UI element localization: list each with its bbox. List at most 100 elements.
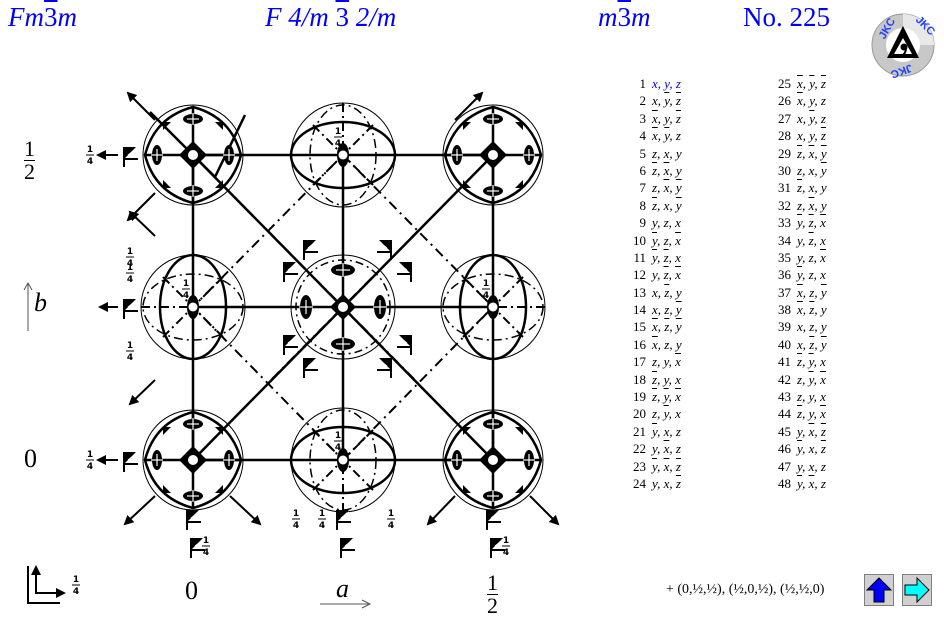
svg-text:1: 1: [183, 279, 189, 289]
hm-full-bar3: 3: [335, 2, 350, 32]
svg-text:4: 4: [87, 462, 93, 472]
svg-text:1: 1: [388, 509, 394, 519]
svg-text:1: 1: [293, 509, 299, 519]
coordinate-index: 12: [633, 267, 646, 283]
coordinate-index: 35: [778, 249, 791, 265]
coordinate-index: 14: [633, 302, 646, 318]
screw-axis-marks: [123, 146, 506, 559]
coordinate-value: x, y, z: [797, 93, 826, 109]
coordinate-index: 9: [639, 215, 647, 231]
coordinate-value: x, z, y: [797, 284, 827, 300]
right-arrow-icon: [904, 576, 930, 604]
up-arrow-icon: [865, 577, 893, 603]
svg-text:4: 4: [483, 291, 489, 301]
svg-text:4: 4: [87, 157, 93, 167]
coordinate-row: 11 y, z, x: [620, 249, 682, 266]
svg-text:1: 1: [203, 536, 209, 546]
coordinate-index: 15: [633, 319, 646, 335]
coordinate-index: 36: [778, 267, 791, 283]
coordinate-index: 11: [633, 249, 646, 265]
coordinate-index: 30: [778, 162, 791, 178]
coordinate-value: z, x, y: [652, 145, 682, 161]
coordinate-index: 8: [639, 197, 647, 213]
coordinate-value: y, z, x: [652, 249, 681, 265]
svg-text:1: 1: [503, 536, 509, 546]
coordinate-value: y, x, z: [797, 458, 826, 474]
coordinate-index: 20: [633, 406, 646, 422]
coordinate-index: 4: [639, 128, 647, 144]
coordinate-value: x, z, y: [652, 319, 682, 335]
coordinate-index: 31: [778, 180, 791, 196]
coordinate-value: y, z, x: [797, 232, 826, 248]
coordinate-value: x, z, y: [797, 302, 827, 318]
coordinate-value: x, y, z: [652, 110, 681, 126]
coordinate-value: z, y, x: [797, 406, 826, 422]
coordinate-value: x, y, z: [797, 110, 826, 126]
coordinate-row: 38 x, z, y: [765, 301, 827, 318]
coordinate-index: 21: [633, 423, 646, 439]
coordinate-value: z, x, y: [797, 145, 827, 161]
coordinate-index: 16: [633, 336, 646, 352]
coordinate-value: y, z, x: [797, 267, 826, 283]
coordinate-value: y, x, z: [797, 423, 826, 439]
coordinate-value: x, z, y: [652, 302, 682, 318]
pg-part1: m: [598, 2, 618, 32]
coordinate-index: 48: [778, 475, 791, 491]
next-button[interactable]: [902, 574, 932, 606]
coordinate-value: y, z, x: [652, 232, 681, 248]
coordinate-value: y, z, x: [797, 215, 826, 231]
coordinate-row: 1 x, y, z: [620, 75, 682, 92]
b-axis-arrow: [23, 281, 33, 331]
coordinate-index: 45: [778, 423, 791, 439]
up-button[interactable]: [864, 574, 894, 606]
coordinate-value: z, x, y: [797, 180, 827, 196]
coordinate-row: 15 x, z, y: [620, 318, 682, 335]
two-fold-axis-arrows: [96, 91, 560, 526]
coordinate-value: z, y, x: [797, 389, 826, 405]
centering-translations: + (0,½,½), (½,0,½), (½,½,0): [666, 582, 825, 597]
quarter-height-labels: 14 14 14 14 14 14 14 14 14 14 14 14 14 1…: [72, 127, 510, 597]
coordinate-row: 37 x, z, y: [765, 284, 827, 301]
pg-part2: m: [631, 2, 651, 32]
jkc-logo[interactable]: JKC JKC JKC: [870, 12, 937, 80]
coordinate-index: 38: [778, 302, 791, 318]
coordinate-index: 25: [778, 76, 791, 91]
hermann-mauguin-short-symbol: Fm3m: [8, 2, 77, 33]
coordinate-index: 39: [778, 319, 791, 335]
hm-full-part2: 2/m: [349, 2, 397, 32]
coordinate-index: 22: [633, 441, 646, 457]
coordinate-index: 37: [778, 284, 791, 300]
svg-text:4: 4: [183, 291, 189, 301]
space-group-number: No. 225: [743, 2, 830, 32]
coordinate-index: 1: [639, 76, 647, 91]
svg-text:4: 4: [127, 353, 133, 363]
svg-text:1: 1: [335, 431, 341, 441]
coordinate-index: 7: [639, 180, 647, 196]
hm-short-part1: Fm: [8, 2, 44, 32]
svg-text:1: 1: [73, 575, 79, 585]
unit-cell-lines: [149, 111, 495, 462]
coordinate-value: z, x, y: [652, 197, 682, 213]
coordinate-index: 19: [633, 389, 646, 405]
coordinate-value: y, x, z: [652, 458, 681, 474]
hm-full-part1: F 4/m: [265, 2, 336, 32]
coordinate-index: 27: [778, 110, 791, 126]
coordinate-value[interactable]: x, y, z: [652, 76, 681, 91]
